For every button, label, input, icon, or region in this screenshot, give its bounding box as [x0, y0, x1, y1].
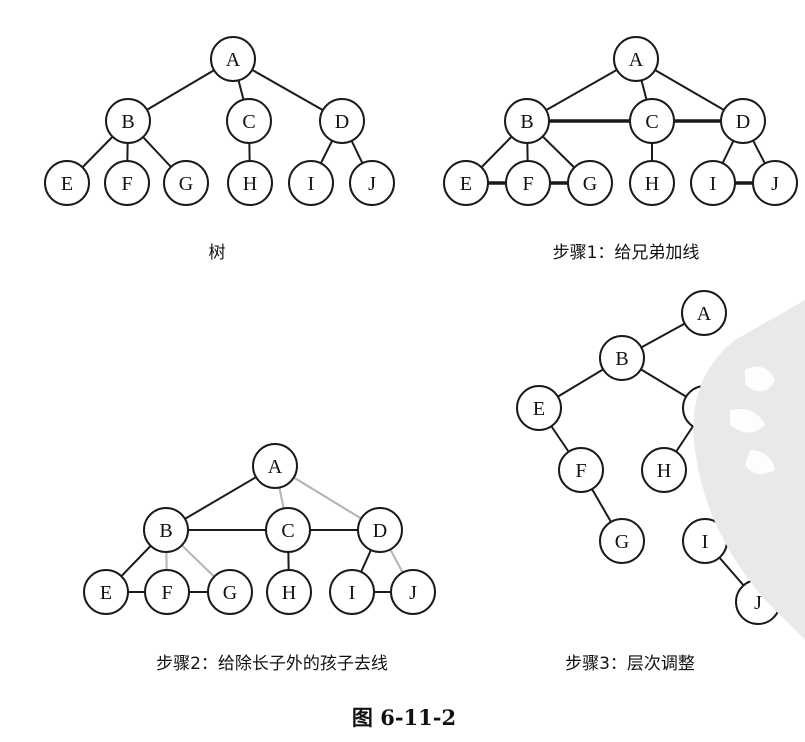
figure-title: 图 6-11-2 [351, 705, 457, 730]
step1-node-D: D [720, 98, 766, 144]
svg-text:H: H [645, 173, 659, 195]
step3-node-G: G [599, 518, 645, 564]
svg-text:G: G [179, 173, 193, 195]
svg-text:H: H [282, 582, 296, 604]
svg-text:A: A [697, 303, 712, 325]
svg-text:I: I [349, 582, 356, 604]
svg-text:A: A [268, 456, 283, 478]
svg-text:C: C [645, 111, 658, 133]
svg-text:G: G [223, 582, 237, 604]
step2-node-A: A [252, 443, 298, 489]
nodes-layer: ABCDEFGHIJABCDEFGHIJABCDEFGHIJABCDEFGHIJ [44, 36, 798, 625]
svg-text:D: D [335, 111, 349, 133]
svg-text:F: F [575, 460, 586, 482]
tree-node-C: C [226, 98, 272, 144]
step2-node-C: C [265, 507, 311, 553]
step1-node-E: E [443, 160, 489, 206]
svg-text:E: E [460, 173, 472, 195]
tree-node-F: F [104, 160, 150, 206]
svg-text:G: G [583, 173, 597, 195]
svg-text:A: A [226, 49, 241, 71]
svg-text:J: J [771, 173, 779, 195]
svg-text:D: D [373, 520, 387, 542]
tree-node-G: G [163, 160, 209, 206]
svg-text:H: H [243, 173, 257, 195]
tree-node-H: H [227, 160, 273, 206]
caption-step1: 步骤1：给兄弟加线 [552, 243, 700, 263]
step2-node-F: F [144, 569, 190, 615]
svg-text:J: J [368, 173, 376, 195]
svg-text:F: F [121, 173, 132, 195]
svg-text:E: E [100, 582, 112, 604]
tree-node-A: A [210, 36, 256, 82]
svg-text:I: I [308, 173, 315, 195]
tree-node-B: B [105, 98, 151, 144]
svg-text:F: F [522, 173, 533, 195]
svg-text:I: I [710, 173, 717, 195]
step1-node-J: J [752, 160, 798, 206]
svg-text:C: C [281, 520, 294, 542]
step1-node-I: I [690, 160, 736, 206]
step2-node-I: I [329, 569, 375, 615]
svg-text:E: E [61, 173, 73, 195]
svg-text:B: B [520, 111, 533, 133]
step3-node-B: B [599, 335, 645, 381]
svg-text:J: J [409, 582, 417, 604]
svg-text:B: B [159, 520, 172, 542]
tree-node-J: J [349, 160, 395, 206]
svg-text:B: B [615, 348, 628, 370]
step1-node-C: C [629, 98, 675, 144]
step3-node-H: H [641, 447, 687, 493]
step1-node-B: B [504, 98, 550, 144]
step3-node-E: E [516, 385, 562, 431]
step2-node-E: E [83, 569, 129, 615]
step2-node-H: H [266, 569, 312, 615]
tree-node-D: D [319, 98, 365, 144]
step3-node-A: A [681, 290, 727, 336]
svg-text:D: D [736, 111, 750, 133]
step1-node-H: H [629, 160, 675, 206]
svg-text:F: F [161, 582, 172, 604]
svg-text:A: A [629, 49, 644, 71]
tree-node-I: I [288, 160, 334, 206]
svg-text:H: H [657, 460, 671, 482]
svg-text:G: G [615, 531, 629, 553]
step1-node-A: A [613, 36, 659, 82]
step2-node-G: G [207, 569, 253, 615]
watermark-graphic [675, 300, 805, 640]
step1-node-G: G [567, 160, 613, 206]
step1-node-F: F [505, 160, 551, 206]
svg-text:J: J [754, 592, 762, 614]
caption-tree: 树 [208, 243, 226, 263]
svg-text:I: I [702, 531, 709, 553]
caption-step2: 步骤2：给除长子外的孩子去线 [156, 654, 388, 674]
step2-node-B: B [143, 507, 189, 553]
caption-step3: 步骤3：层次调整 [565, 654, 695, 674]
step2-node-D: D [357, 507, 403, 553]
svg-text:B: B [121, 111, 134, 133]
step3-node-F: F [558, 447, 604, 493]
svg-text:E: E [533, 398, 545, 420]
step2-node-J: J [390, 569, 436, 615]
tree-node-E: E [44, 160, 90, 206]
svg-text:C: C [242, 111, 255, 133]
